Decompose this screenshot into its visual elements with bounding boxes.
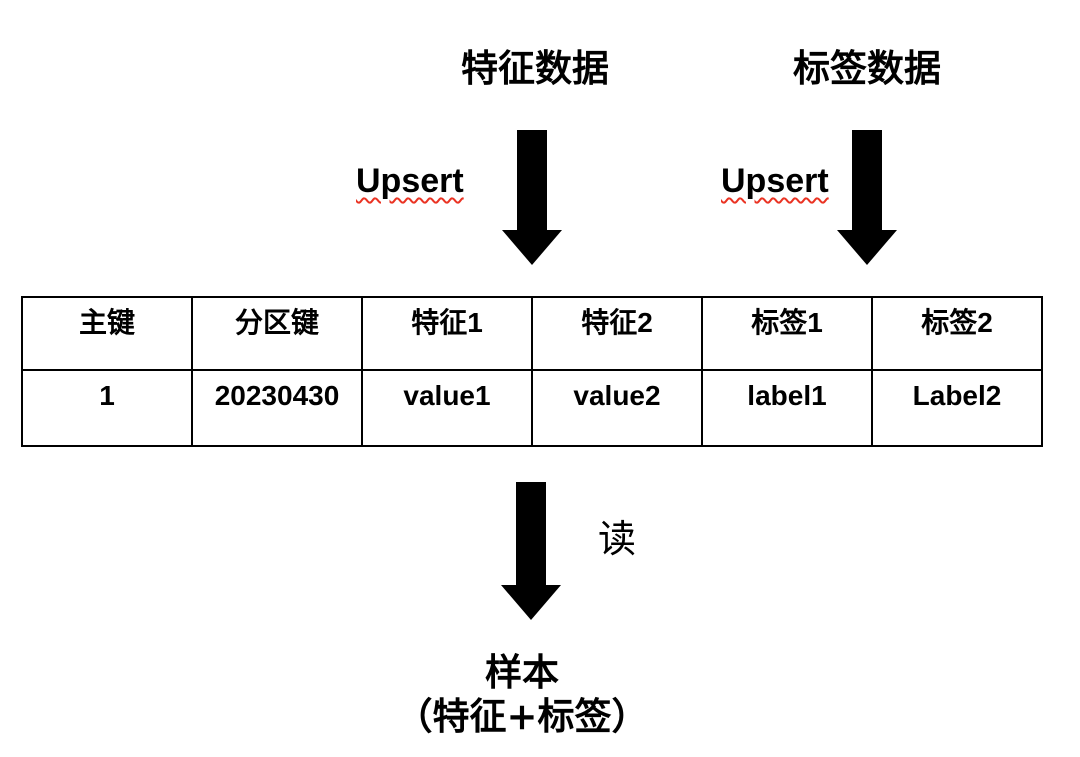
table-header-row: 主键 分区键 特征1 特征2 标签1 标签2 <box>21 296 1043 371</box>
cell-partition-key: 20230430 <box>191 369 363 447</box>
down-arrow-label-icon <box>837 130 897 265</box>
down-arrow-read-icon <box>501 482 561 620</box>
table-header-partition-key: 分区键 <box>191 296 363 371</box>
sample-caption-line2: （特征+标签） <box>395 694 649 738</box>
read-label: 读 <box>598 517 637 561</box>
sample-caption-line1: 样本 <box>485 650 559 694</box>
table-row: 1 20230430 value1 value2 label1 Label2 <box>21 369 1043 447</box>
label-data-title: 标签数据 <box>793 46 941 90</box>
down-arrow-feature-shape <box>502 130 562 265</box>
cell-label1: label1 <box>701 369 873 447</box>
down-arrow-label-shape <box>837 130 897 265</box>
cell-feature2: value2 <box>531 369 703 447</box>
cell-feature1: value1 <box>361 369 533 447</box>
upsert-label-right: Upsert <box>721 162 829 200</box>
feature-label-table: 主键 分区键 特征1 特征2 标签1 标签2 1 20230430 value1… <box>21 296 1043 447</box>
cell-primary-key: 1 <box>21 369 193 447</box>
table-header-primary-key: 主键 <box>21 296 193 371</box>
table-header-feature1: 特征1 <box>361 296 533 371</box>
cell-label2: Label2 <box>871 369 1043 447</box>
down-arrow-read-shape <box>501 482 561 620</box>
feature-data-title: 特征数据 <box>461 46 609 90</box>
sample-caption: 样本 （特征+标签） <box>322 650 722 738</box>
table-header-label2: 标签2 <box>871 296 1043 371</box>
table-header-feature2: 特征2 <box>531 296 703 371</box>
table-header-label1: 标签1 <box>701 296 873 371</box>
down-arrow-feature-icon <box>502 130 562 265</box>
upsert-label-left: Upsert <box>356 162 464 200</box>
